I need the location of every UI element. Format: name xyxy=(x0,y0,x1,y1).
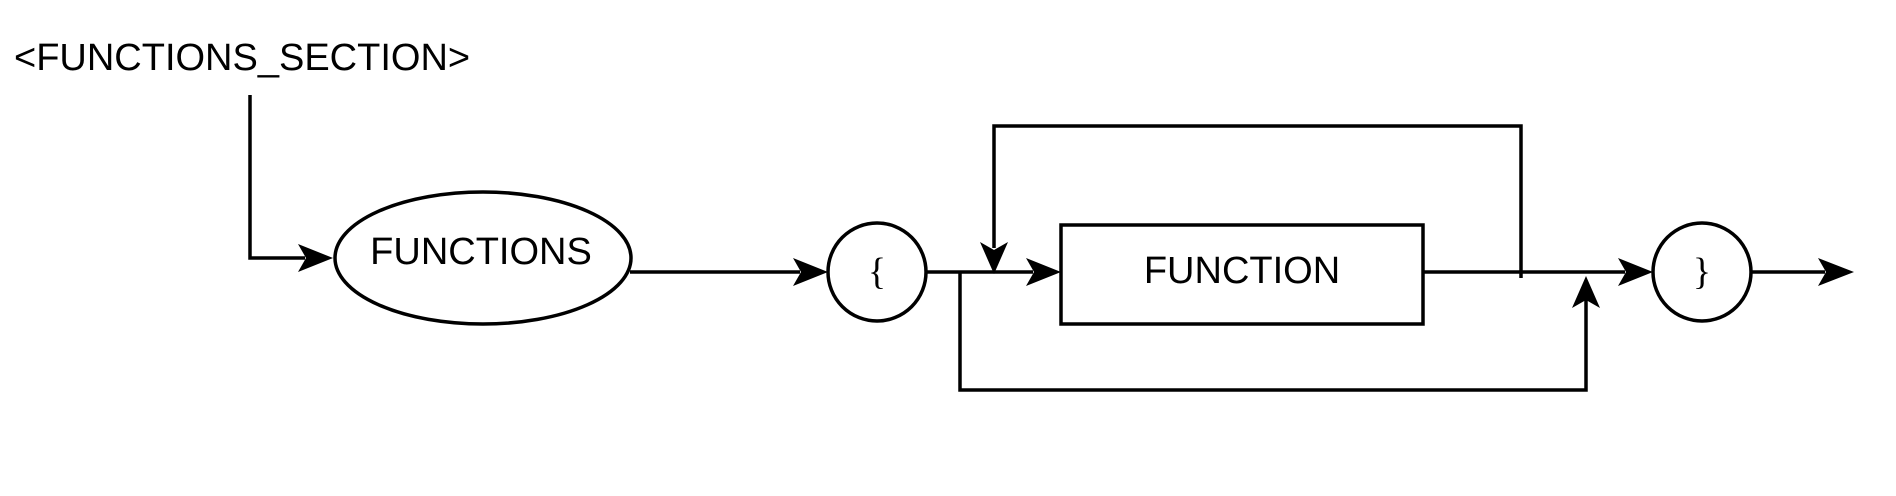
functions-keyword-node xyxy=(333,190,633,326)
exit-arrowhead xyxy=(1818,258,1854,286)
entry-arrowhead xyxy=(298,244,333,272)
function-label: FUNCTION xyxy=(1144,250,1340,292)
functions-keyword-label: FUNCTIONS xyxy=(370,231,592,273)
open-brace-label: { xyxy=(868,251,886,293)
brace-to-function-arrowhead xyxy=(1026,258,1061,286)
skip-path-arrowhead xyxy=(1572,276,1600,308)
repeat-loop-arrowhead xyxy=(980,242,1008,274)
keyword-to-brace-arrowhead xyxy=(793,258,828,286)
entry-connector xyxy=(248,95,305,260)
repeat-loop-connector xyxy=(992,124,1523,278)
skip-path-connector xyxy=(958,272,1588,392)
function-node xyxy=(1059,223,1425,326)
function-to-brace-arrowhead xyxy=(1618,258,1653,286)
section-label: <FUNCTIONS_SECTION> xyxy=(14,37,470,79)
close-brace-label: } xyxy=(1693,251,1711,293)
